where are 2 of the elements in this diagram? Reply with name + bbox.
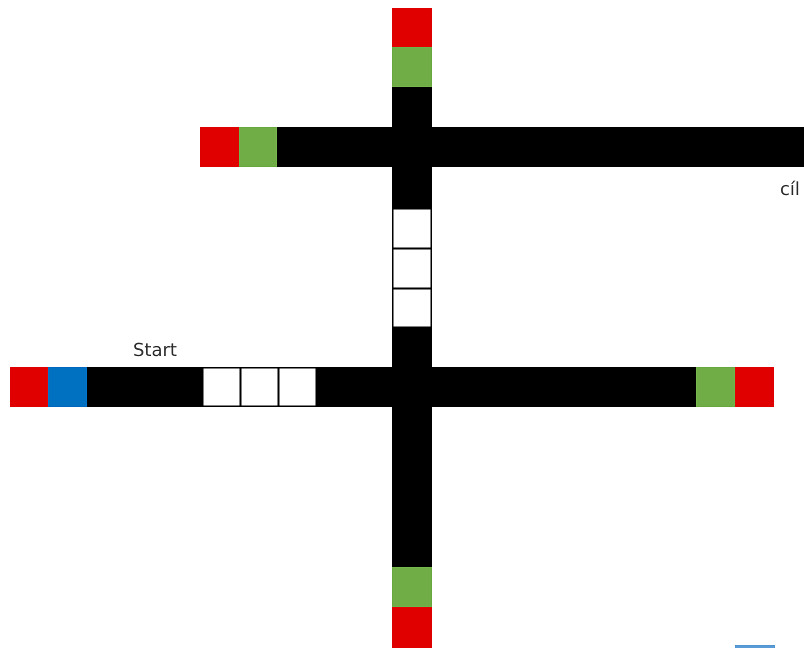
start-label: Start: [133, 342, 177, 360]
finish-label: cíl: [780, 181, 800, 199]
